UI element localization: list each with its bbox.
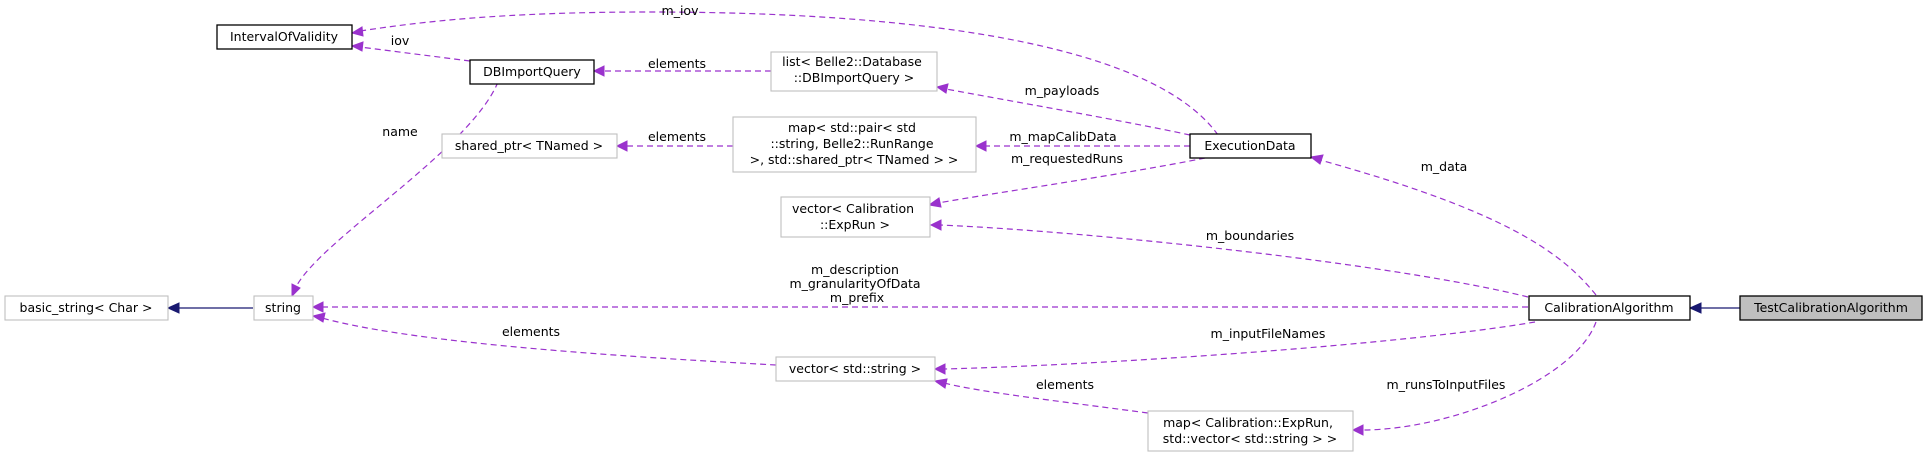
arrowhead-m-inputfilenames (933, 363, 946, 375)
edges: m_iov iov elements m_payloads name eleme… (166, 3, 1740, 436)
node-label-vector-exprun: vector< Calibration ::ExpRun > (792, 201, 918, 232)
edge-label-m-iov: m_iov (662, 3, 700, 18)
node-label-execution-data: ExecutionData (1204, 138, 1295, 153)
edge-label-elements-map: elements (648, 129, 706, 144)
edge-label-name: name (382, 124, 418, 139)
node-label-basic-string: basic_string< Char > (20, 300, 153, 315)
arrowhead-m-boundaries (929, 219, 942, 231)
edge-label-m-payloads: m_payloads (1025, 83, 1100, 98)
node-label-interval-of-validity: IntervalOfValidity (230, 29, 339, 44)
arrowhead-m-payloads (935, 83, 949, 94)
node-label-vector-string: vector< std::string > (789, 361, 921, 376)
node-label-map-exprun-files: map< Calibration::ExpRun, std::vector< s… (1163, 415, 1337, 446)
edge-label-m-data: m_data (1421, 159, 1468, 174)
node-list-db-import-query[interactable]: list< Belle2::Database ::DBImportQuery > (770, 51, 938, 92)
arrowhead-string-members (311, 301, 324, 313)
node-label-calibration-algorithm: CalibrationAlgorithm (1544, 300, 1673, 315)
node-label-db-import-query: DBImportQuery (483, 64, 581, 79)
edge-iov (359, 46, 471, 62)
node-basic-string[interactable]: basic_string< Char > (4, 295, 169, 321)
edge-m-boundaries (939, 224, 1529, 298)
arrowhead-m-requestedruns (927, 197, 942, 208)
edge-label-m-description: m_description (811, 262, 899, 277)
node-calibration-algorithm[interactable]: CalibrationAlgorithm (1528, 295, 1691, 321)
node-label-string: string (265, 300, 301, 315)
node-shared-ptr-tnamed[interactable]: shared_ptr< TNamed > (441, 133, 618, 159)
edge-label-elements-list: elements (648, 56, 706, 71)
arrowhead-m-data (1309, 154, 1324, 165)
node-vector-exprun[interactable]: vector< Calibration ::ExpRun > (780, 196, 931, 238)
edge-m-payloads (945, 88, 1191, 136)
nodes: IntervalOfValidity DBImportQuery list< B… (4, 24, 1923, 452)
arrowhead-iov (350, 41, 364, 52)
edge-label-m-granularityofdata: m_granularityOfData (789, 276, 920, 291)
edge-m-runstoinputfiles (1361, 321, 1597, 431)
arrowhead-m-iov (350, 26, 364, 37)
edge-m-requestedruns (937, 157, 1206, 204)
edge-label-m-boundaries: m_boundaries (1206, 228, 1294, 243)
arrowhead-elements-map (615, 140, 628, 152)
node-map-calib-data[interactable]: map< std::pair< std ::string, Belle2::Ru… (732, 116, 977, 173)
edge-label-elements-map-files: elements (1036, 377, 1094, 392)
edge-label-m-requestedruns: m_requestedRuns (1011, 151, 1123, 166)
node-label-test-calibration-algorithm: TestCalibrationAlgorithm (1753, 300, 1908, 315)
arrowhead-string-inherits (166, 302, 180, 314)
node-map-exprun-files[interactable]: map< Calibration::ExpRun, std::vector< s… (1147, 410, 1354, 452)
arrowhead-elements-map-files (933, 378, 948, 389)
node-label-map-calib-data: map< std::pair< std ::string, Belle2::Ru… (750, 120, 959, 167)
arrowhead-m-runstoinputfiles (1351, 424, 1364, 436)
edge-m-iov (359, 11, 1219, 136)
node-interval-of-validity[interactable]: IntervalOfValidity (216, 24, 353, 50)
node-label-shared-ptr-tnamed: shared_ptr< TNamed > (455, 138, 603, 153)
node-string[interactable]: string (253, 295, 314, 321)
node-execution-data[interactable]: ExecutionData (1189, 133, 1312, 159)
arrowhead-name (291, 283, 301, 298)
edge-label-iov: iov (391, 33, 410, 48)
arrowhead-m-mapcalibdata (974, 140, 987, 152)
node-label-list-db-import-query: list< Belle2::Database ::DBImportQuery > (782, 54, 926, 85)
node-db-import-query[interactable]: DBImportQuery (469, 59, 595, 85)
edge-label-string-members: m_description m_granularityOfData m_pref… (789, 262, 924, 305)
arrowhead-elements-vector (311, 312, 326, 323)
edge-label-m-prefix: m_prefix (830, 290, 884, 305)
node-test-calibration-algorithm[interactable]: TestCalibrationAlgorithm (1739, 295, 1923, 321)
node-vector-string[interactable]: vector< std::string > (775, 356, 936, 382)
edge-label-m-runstoinputfiles: m_runsToInputFiles (1387, 377, 1506, 392)
arrowhead-test-inherits (1688, 302, 1702, 314)
edge-label-elements-vector: elements (502, 324, 560, 339)
edge-label-m-mapcalibdata: m_mapCalibData (1009, 129, 1116, 144)
edge-m-data (1319, 159, 1597, 296)
edge-name (295, 81, 499, 288)
edge-label-m-inputfilenames: m_inputFileNames (1211, 326, 1326, 341)
edge-elements-map-files (943, 382, 1149, 414)
arrowhead-elements-list (592, 65, 605, 77)
